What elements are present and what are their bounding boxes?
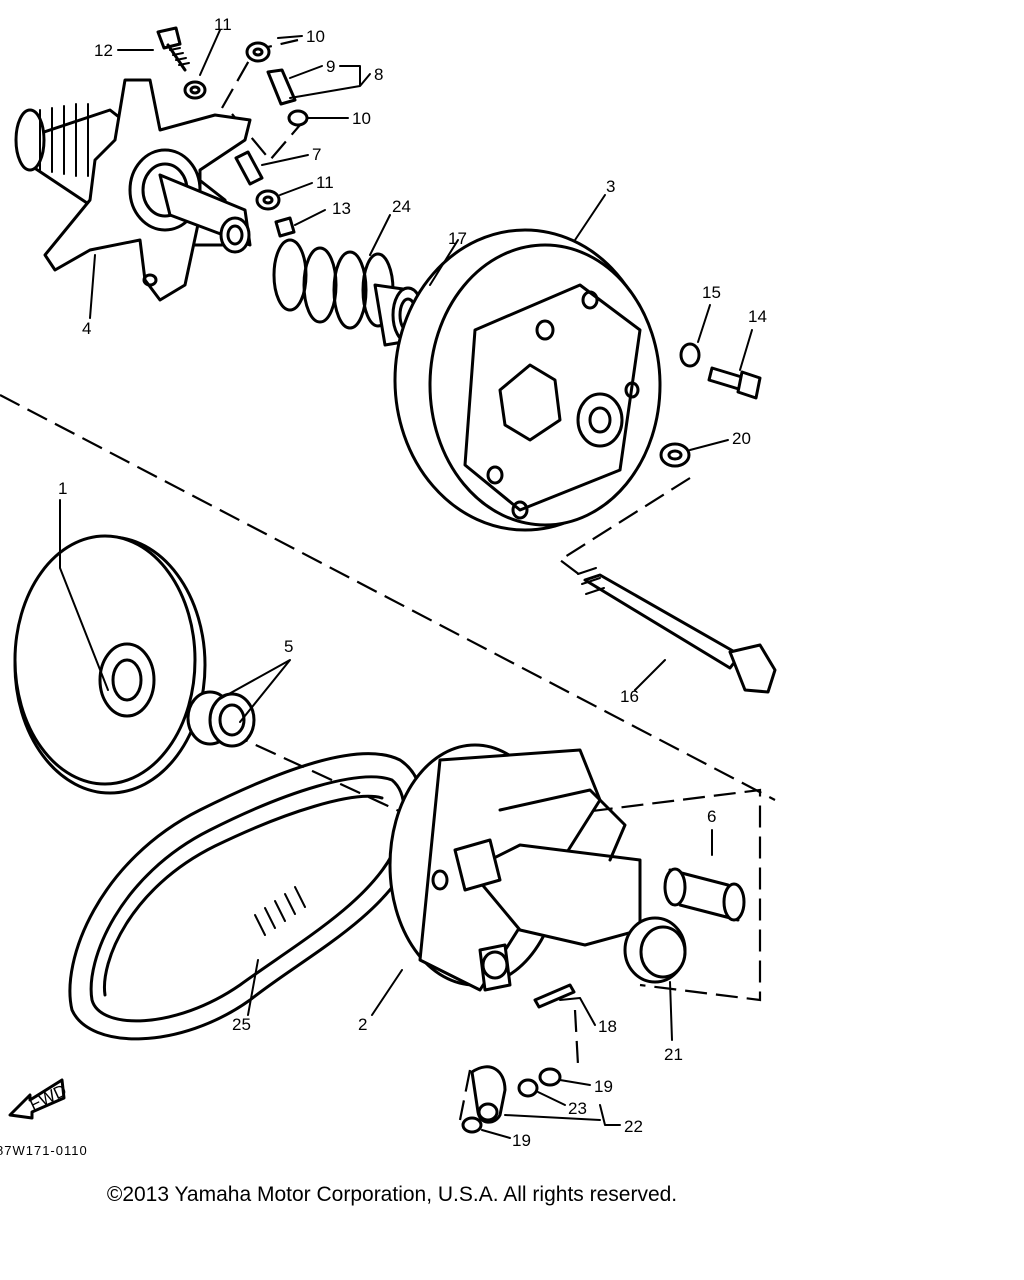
callout-15: 15	[702, 283, 721, 302]
copyright-notice: ©2013 Yamaha Motor Corporation, U.S.A. A…	[0, 1183, 1024, 1207]
diagram-code: 87W171-0110	[0, 1143, 88, 1158]
part-3-sheave-cover	[393, 228, 662, 532]
small-hardware-top	[156, 26, 309, 238]
callout-4: 4	[82, 319, 91, 338]
callout-21: 21	[664, 1045, 683, 1064]
callout-11-bottom: 11	[316, 173, 334, 192]
callout-8: 8	[374, 65, 383, 84]
callout-22: 22	[624, 1117, 643, 1136]
part-5-bushing	[186, 690, 256, 748]
callout-10-bottom: 10	[352, 109, 371, 128]
callout-leader-lines	[59, 29, 753, 1139]
part-4-spider-hub	[14, 78, 252, 302]
callout-17: 17	[448, 229, 467, 248]
callout-3: 3	[606, 177, 615, 196]
callout-20: 20	[732, 429, 751, 448]
callout-18: 18	[598, 1017, 617, 1036]
callout-1: 1	[58, 479, 67, 498]
callout-labels: 12 11 10 9 8 10 7 11 13 24 17 3 15 14 20…	[58, 15, 767, 1150]
fwd-arrow-icon: FWD	[8, 1078, 70, 1120]
part-2-secondary-sheave	[388, 743, 642, 992]
callout-23: 23	[568, 1099, 587, 1118]
part-6-sleeve	[663, 867, 746, 922]
part-1-sheave-disc	[13, 534, 207, 795]
callout-19-bottom: 19	[512, 1131, 531, 1150]
copyright-text: ©2013 Yamaha Motor Corporation, U.S.A. A…	[106, 1183, 678, 1206]
callout-24: 24	[392, 197, 411, 216]
bolt-hardware-right	[659, 342, 762, 468]
callout-16: 16	[620, 687, 639, 706]
part-16-long-bolt	[577, 567, 777, 694]
callout-13: 13	[332, 199, 351, 218]
fwd-label: FWD	[26, 1081, 69, 1115]
callout-2: 2	[358, 1015, 367, 1034]
callout-7: 7	[312, 145, 321, 164]
callout-5: 5	[284, 637, 293, 656]
part-18-pin	[533, 983, 576, 1009]
part-21-seal-ring	[623, 916, 687, 984]
callout-10-top: 10	[306, 27, 325, 46]
callout-6: 6	[707, 807, 716, 826]
callout-19-right: 19	[594, 1077, 613, 1096]
part-25-drive-belt	[68, 752, 424, 1041]
callout-25: 25	[232, 1015, 251, 1034]
callout-12: 12	[94, 41, 113, 60]
callout-11-top: 11	[214, 15, 232, 34]
parts-19-22-23-weight-assembly	[458, 1009, 580, 1134]
callout-14: 14	[748, 307, 767, 326]
callout-9: 9	[326, 57, 335, 76]
